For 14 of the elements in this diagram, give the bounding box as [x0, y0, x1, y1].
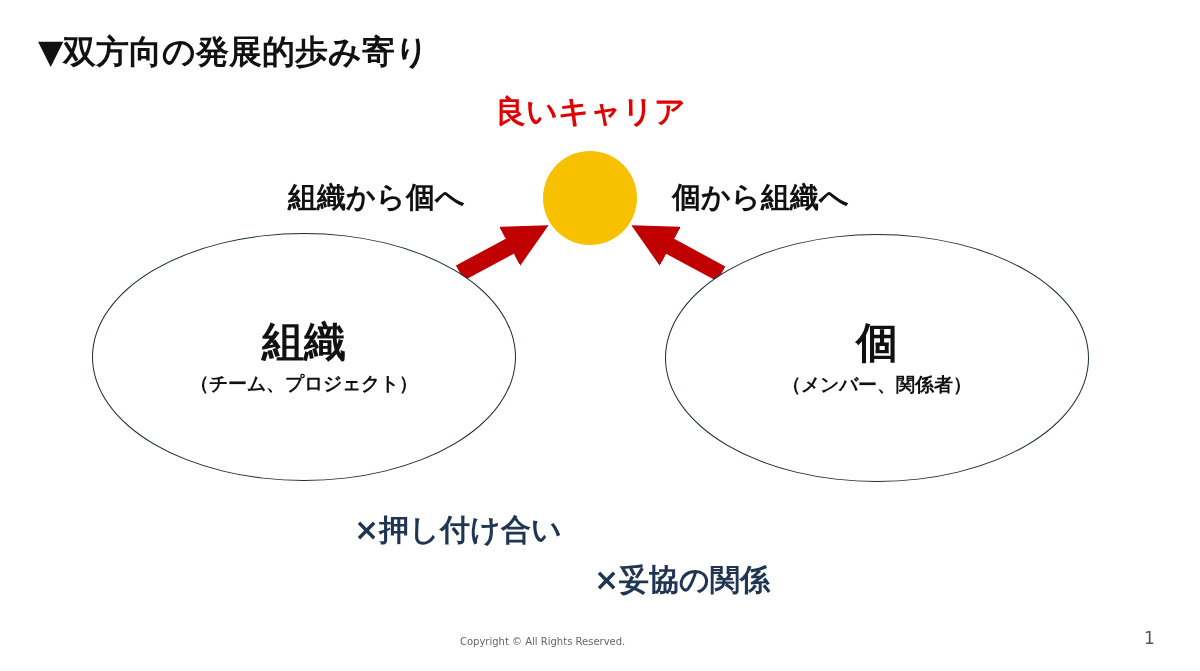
arrow: [631, 225, 726, 282]
page-number: 1: [1144, 628, 1155, 648]
note-text: ×押し付け合い: [354, 511, 563, 549]
node-title: 組織: [262, 316, 346, 368]
arrow: [455, 225, 549, 281]
title: ▼双方向の発展的歩み寄り: [38, 31, 430, 73]
edge-label: 個から組織へ: [672, 179, 849, 216]
node-heading: 良いキャリア: [494, 92, 686, 131]
note-text: ×妥協の関係: [594, 561, 771, 599]
copyright-text: Copyright © All Rights Reserved.: [460, 636, 626, 647]
node-subtitle: （チーム、プロジェクト）: [190, 371, 418, 397]
node-title: 個: [856, 317, 898, 369]
edge-label: 組織から個へ: [288, 179, 465, 216]
node-subtitle: （メンバー、関係者）: [782, 372, 972, 398]
